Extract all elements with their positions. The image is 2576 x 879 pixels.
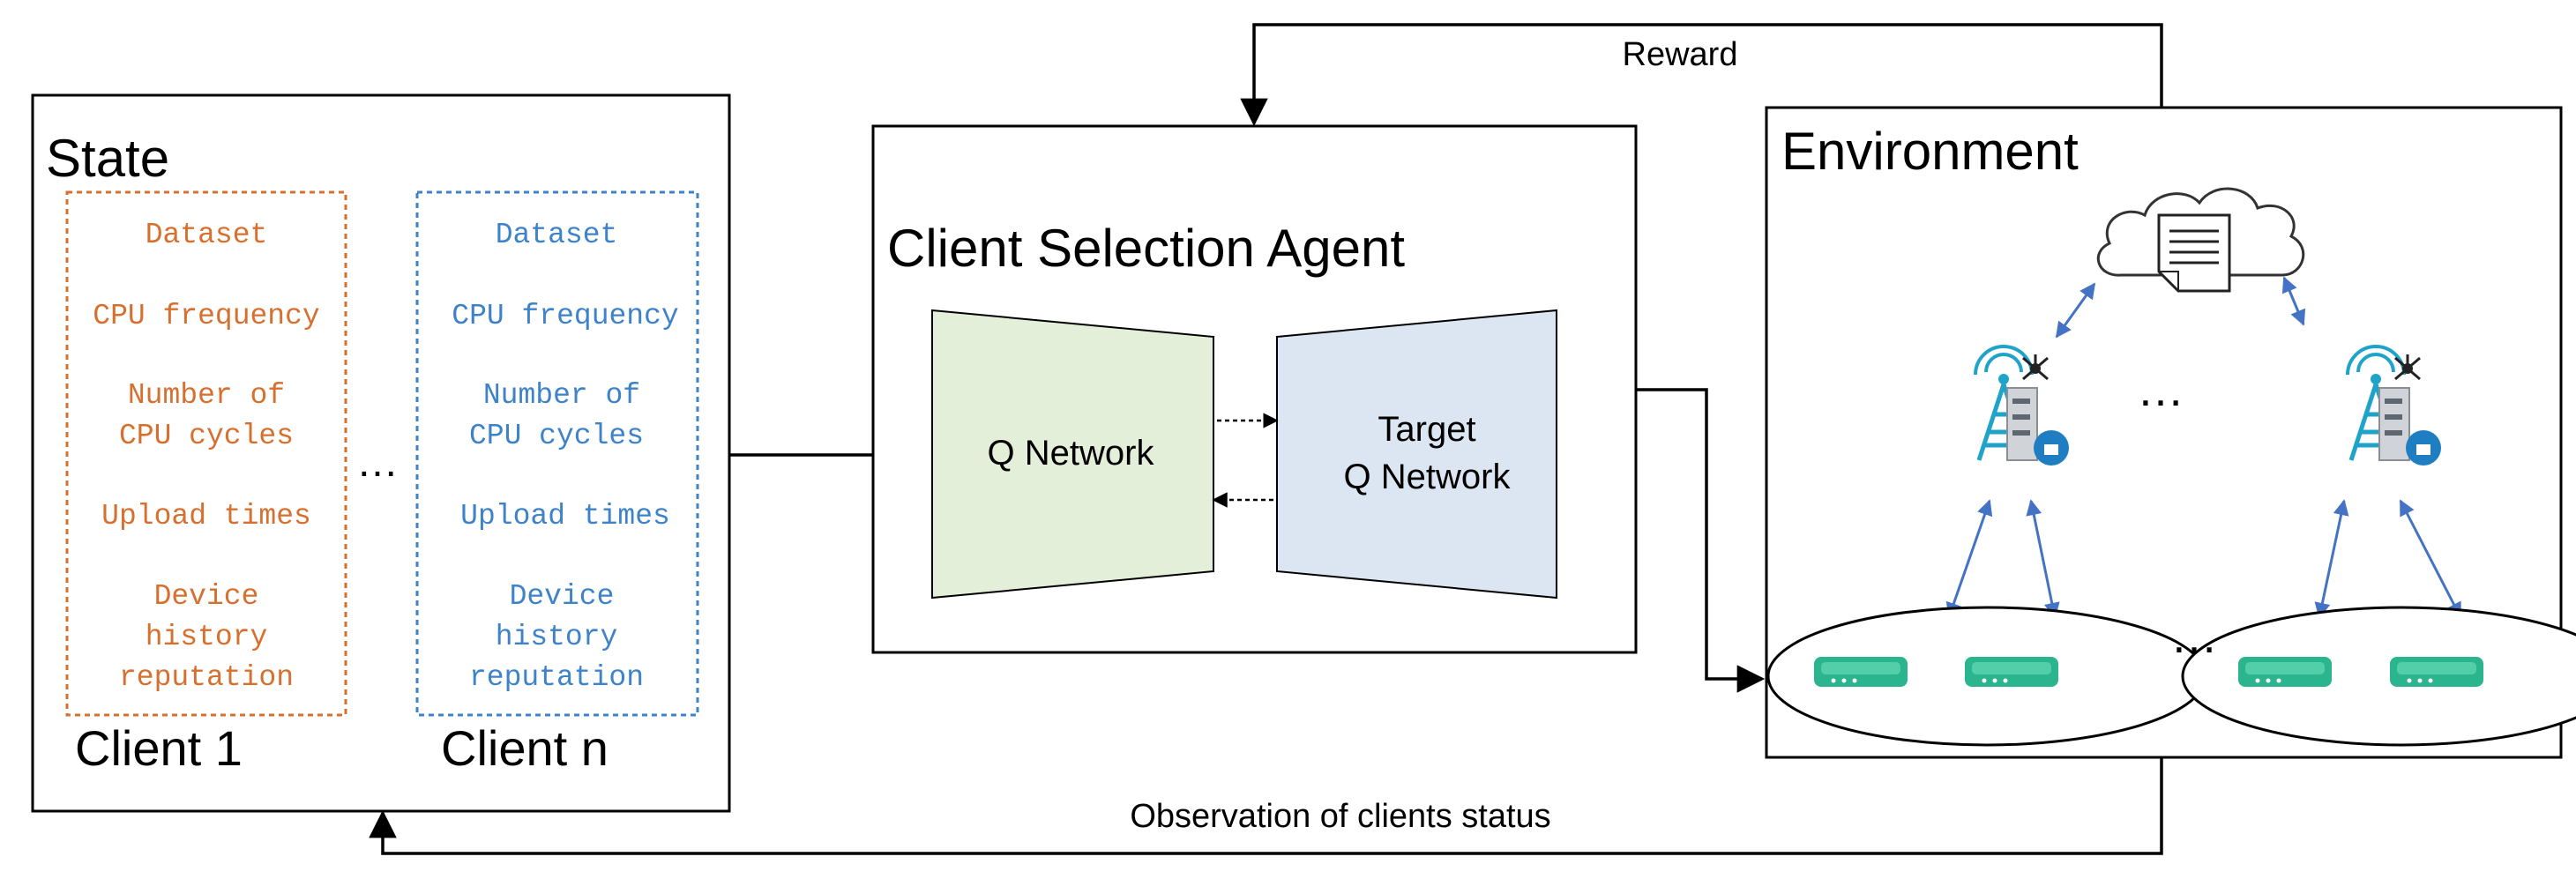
- edge-server-icon: [2378, 387, 2410, 461]
- link-bs-right-device-1: [2314, 499, 2349, 619]
- client-n-attr-cpu-frequency: CPU frequency: [452, 300, 678, 332]
- q-network-block: [931, 309, 1214, 600]
- device-icon: [2390, 657, 2483, 687]
- cloud-document-icon: [2096, 187, 2305, 293]
- device-icon: [1814, 657, 1908, 687]
- state-ellipsis: …: [356, 439, 399, 486]
- target-q-network-label-1: Target: [1378, 410, 1475, 449]
- client-n-label: Client n: [441, 720, 609, 776]
- client-n-attr-cpu-cycles-1: Number of: [483, 379, 640, 412]
- observation-label: Observation of clients status: [1130, 798, 1550, 835]
- client-n-attr-reputation-3: reputation: [469, 661, 644, 694]
- client-1-attr-cpu-cycles-2: CPU cycles: [119, 420, 294, 452]
- client-n-box: [415, 190, 699, 717]
- environment-title: Environment: [1781, 122, 2079, 181]
- observation-line: [369, 758, 2163, 855]
- link-bs-left-device-1: [1945, 499, 1993, 619]
- device-group-ellipsis: …: [2170, 610, 2218, 663]
- client-1-attr-dataset: Dataset: [146, 219, 268, 251]
- client-1-attr-reputation-3: reputation: [119, 661, 294, 694]
- client-1-label: Client 1: [75, 720, 243, 776]
- link-cloud-bs-left: [2055, 282, 2096, 339]
- client-n-attr-upload-times: Upload times: [460, 500, 670, 533]
- link-bs-left-device-2: [2026, 499, 2060, 619]
- client-1-attr-cpu-frequency: CPU frequency: [93, 300, 319, 332]
- user-icon: [2406, 430, 2441, 466]
- client-n-attr-reputation-2: history: [496, 621, 618, 653]
- client-n-attr-cpu-cycles-2: CPU cycles: [469, 420, 644, 452]
- state-title: State: [46, 129, 169, 188]
- device-icon: [2238, 657, 2332, 687]
- agent-title: Client Selection Agent: [887, 219, 1405, 278]
- bs-ellipsis: …: [2137, 363, 2184, 416]
- device-group-right: [2181, 606, 2576, 747]
- user-icon: [2034, 430, 2069, 466]
- link-cloud-bs-right: [2281, 276, 2306, 326]
- client-1-attr-cpu-cycles-1: Number of: [128, 379, 285, 412]
- reward-line: [1240, 23, 2163, 127]
- client-n-attr-reputation-1: Device: [510, 580, 615, 613]
- device-icon: [1965, 657, 2058, 687]
- client-1-attr-upload-times: Upload times: [101, 500, 311, 533]
- target-q-network-label-2: Q Network: [1344, 458, 1512, 496]
- client-n-attr-dataset: Dataset: [496, 219, 618, 251]
- q-network-label: Q Network: [988, 434, 1155, 473]
- reward-label: Reward: [1623, 36, 1738, 73]
- edge-server-icon: [2006, 387, 2038, 461]
- agent-to-environment-arrow: [1636, 388, 1766, 693]
- network-icon: [2394, 354, 2421, 381]
- network-icon: [2022, 354, 2049, 381]
- client-1-attr-reputation-1: Device: [154, 580, 259, 613]
- client-1-box: [65, 190, 347, 717]
- target-q-network-block: [1276, 309, 1557, 600]
- client-1-attr-reputation-2: history: [146, 621, 268, 653]
- link-bs-right-device-2: [2399, 499, 2462, 619]
- state-box: [31, 93, 731, 813]
